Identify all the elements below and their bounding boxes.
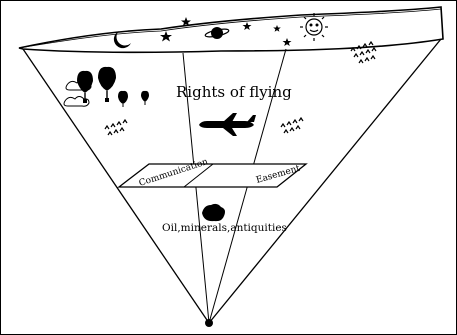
planet-icon xyxy=(205,27,230,39)
resources-label: Oil,minerals,antiquities xyxy=(162,222,287,234)
star-icon xyxy=(243,22,252,30)
star-icon xyxy=(283,38,292,46)
sun-icon xyxy=(300,13,328,41)
bird-flock-icon xyxy=(281,118,303,133)
apex-point xyxy=(205,319,213,327)
rock-icon xyxy=(202,204,225,221)
sky-band-top-edge xyxy=(19,9,441,48)
rights-of-flying-label: Rights of flying xyxy=(176,83,292,101)
bird-flock-icon xyxy=(105,120,127,135)
hot-air-balloon-icon xyxy=(141,91,149,105)
bird-flock-icon xyxy=(351,42,376,63)
star-icon xyxy=(273,25,281,32)
hot-air-balloon-icon xyxy=(98,67,116,102)
star-icon xyxy=(160,31,172,42)
hot-air-balloon-icon xyxy=(118,91,128,107)
airplane-icon xyxy=(199,113,256,136)
sky-band xyxy=(19,7,443,52)
